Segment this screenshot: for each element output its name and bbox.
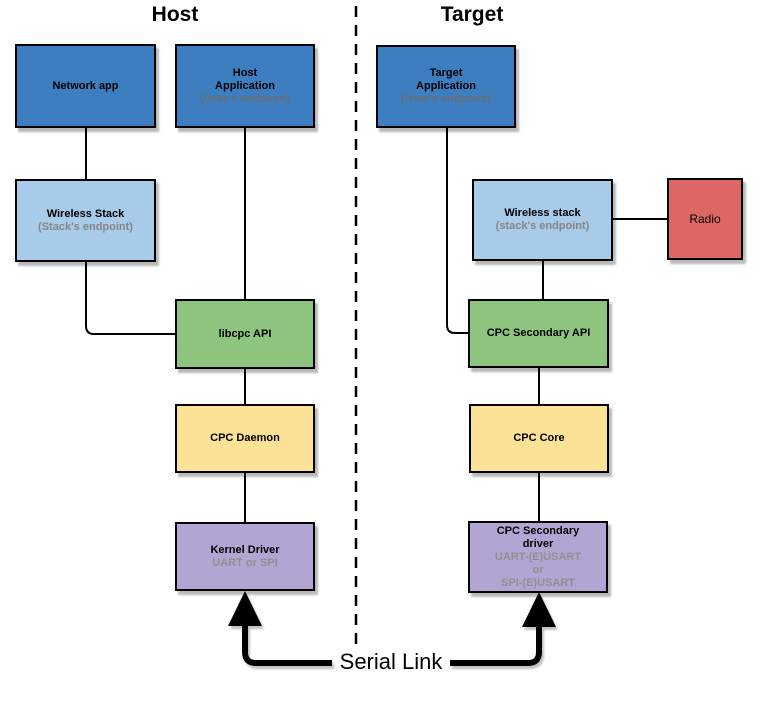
- box-network-app-label: Network app: [52, 79, 119, 92]
- box-target-application-subtitle: (User's endpoint): [400, 93, 491, 105]
- box-wireless-stack-target: Wireless stack (stack's endpoint): [472, 179, 613, 261]
- box-libcpc-api-label: libcpc API: [218, 327, 272, 340]
- box-kernel-driver-subtitle: UART or SPI: [212, 556, 278, 569]
- box-wireless-stack-target-subtitle: (stack's endpoint): [495, 220, 590, 232]
- box-cpc-daemon: CPC Daemon: [175, 404, 315, 473]
- box-cpc-secondary-driver-label: CPC Secondary driver: [496, 524, 580, 550]
- target-section-title: Target: [440, 3, 504, 26]
- box-cpc-secondary-driver: CPC Secondary driver UART-(E)USART or SP…: [468, 521, 608, 593]
- box-cpc-secondary-api: CPC Secondary API: [468, 299, 609, 368]
- box-cpc-secondary-driver-subtitle: UART-(E)USART or SPI-(E)USART: [494, 550, 582, 589]
- arrowhead-up-left-icon: [228, 591, 262, 626]
- connector-wirelessstack-libcpc: [85, 262, 175, 335]
- serial-link-right-line: [450, 623, 542, 666]
- serial-link-label: Serial Link: [339, 649, 443, 674]
- box-wireless-stack-host: Wireless Stack (Stack's endpoint): [15, 179, 156, 262]
- box-host-application-subtitle: (User's endpoint): [199, 92, 290, 105]
- host-section-title: Host: [151, 3, 199, 26]
- box-cpc-core-label: CPC Core: [513, 432, 565, 444]
- box-kernel-driver-label: Kernel Driver: [210, 543, 280, 556]
- box-wireless-stack-target-label: Wireless stack: [504, 207, 581, 219]
- box-libcpc-api: libcpc API: [175, 299, 315, 369]
- box-radio: Radio: [667, 178, 743, 260]
- connector-targetapp-secondaryapi: [446, 128, 468, 334]
- serial-link-left-line: [242, 622, 332, 666]
- arrowhead-up-right-icon: [522, 592, 556, 627]
- box-kernel-driver: Kernel Driver UART or SPI: [175, 522, 315, 591]
- box-cpc-secondary-api-label: CPC Secondary API: [486, 327, 591, 339]
- box-host-application: Host Application (User's endpoint): [175, 44, 315, 128]
- box-wireless-stack-host-subtitle: (Stack's endpoint): [38, 220, 133, 233]
- box-network-app: Network app: [15, 44, 156, 128]
- box-wireless-stack-host-label: Wireless Stack: [46, 207, 125, 220]
- box-host-application-label: Host Application: [215, 66, 275, 92]
- box-target-application: Target Application (User's endpoint): [376, 45, 516, 128]
- box-cpc-core: CPC Core: [469, 404, 609, 473]
- box-target-application-label: Target Application: [416, 67, 476, 92]
- serial-link-arrows: [228, 591, 556, 666]
- box-cpc-daemon-label: CPC Daemon: [210, 432, 280, 444]
- box-radio-label: Radio: [689, 211, 721, 226]
